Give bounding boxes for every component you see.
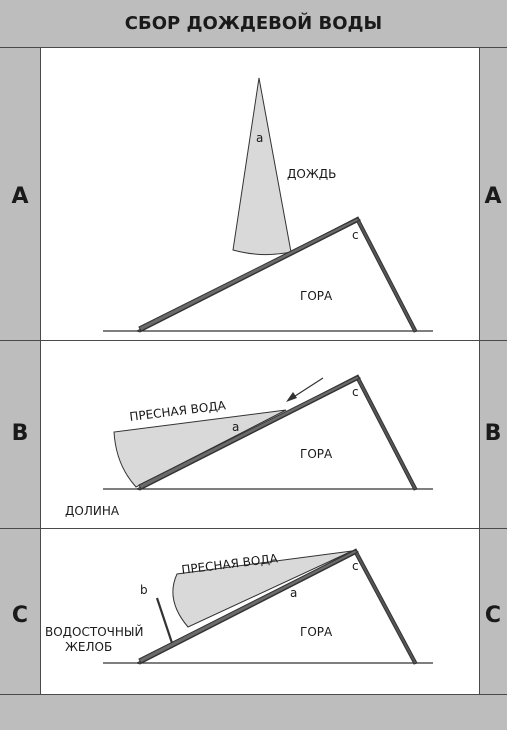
row-label-b-left: B: [11, 421, 29, 446]
panel-a: a ДОЖДЬ c ГОРА: [103, 77, 433, 333]
mountain-label-a: ГОРА: [300, 289, 333, 303]
rain-cone: [232, 77, 292, 256]
panel-b: ПРЕСНАЯ ВОДА a c ГОРА ДОЛИНА: [65, 374, 433, 518]
row-divider-ab: [0, 340, 507, 341]
row-label-b-right: B: [484, 421, 502, 446]
gutter-wall: [155, 597, 174, 644]
flow-arrow-icon: [286, 392, 297, 402]
footer-bar: [0, 694, 507, 730]
gutter-label-line2: ЖЕЛОБ: [65, 640, 112, 654]
row-label-c-right: C: [484, 603, 502, 628]
panel-c: b ПРЕСНАЯ ВОДА a c ГОРА ВОДОСТОЧНЫЙ ЖЕЛО…: [45, 548, 433, 665]
corner-label-c: c: [352, 559, 359, 573]
row-label-a-left: A: [11, 184, 29, 209]
page-title: СБОР ДОЖДЕВОЙ ВОДЫ: [0, 0, 507, 48]
side-row-b-left: B: [0, 341, 40, 529]
fresh-water-wedge-c: [172, 550, 353, 628]
side-row-a-left: A: [0, 48, 40, 341]
side-row-c-right: C: [479, 529, 507, 695]
water-angle-label-b: a: [232, 420, 239, 434]
side-row-a-right: A: [479, 48, 507, 341]
mountain-b-slope: [138, 375, 361, 490]
corner-label-b: c: [352, 385, 359, 399]
mountain-a: [135, 216, 418, 333]
side-row-b-right: B: [479, 341, 507, 529]
gutter-end-label: b: [140, 583, 148, 597]
fresh-water-wedge-b: [113, 409, 287, 488]
row-label-a-right: A: [484, 184, 502, 209]
gutter-label-line1: ВОДОСТОЧНЫЙ: [45, 624, 143, 639]
row-label-c-left: C: [11, 603, 29, 628]
valley-label: ДОЛИНА: [65, 504, 120, 518]
mountain-c: [135, 548, 418, 665]
mountain-a-slope: [138, 217, 361, 332]
mountain-c-slope: [138, 549, 359, 664]
row-divider-bc: [0, 528, 507, 529]
rain-label: ДОЖДЬ: [287, 167, 336, 181]
mountain-label-c: ГОРА: [300, 625, 333, 639]
rain-angle-label: a: [256, 131, 263, 145]
water-angle-label-c: a: [290, 586, 297, 600]
corner-label-a: c: [352, 228, 359, 242]
mountain-b: [135, 374, 418, 491]
mountain-label-b: ГОРА: [300, 447, 333, 461]
flow-arrow-line: [291, 377, 324, 399]
